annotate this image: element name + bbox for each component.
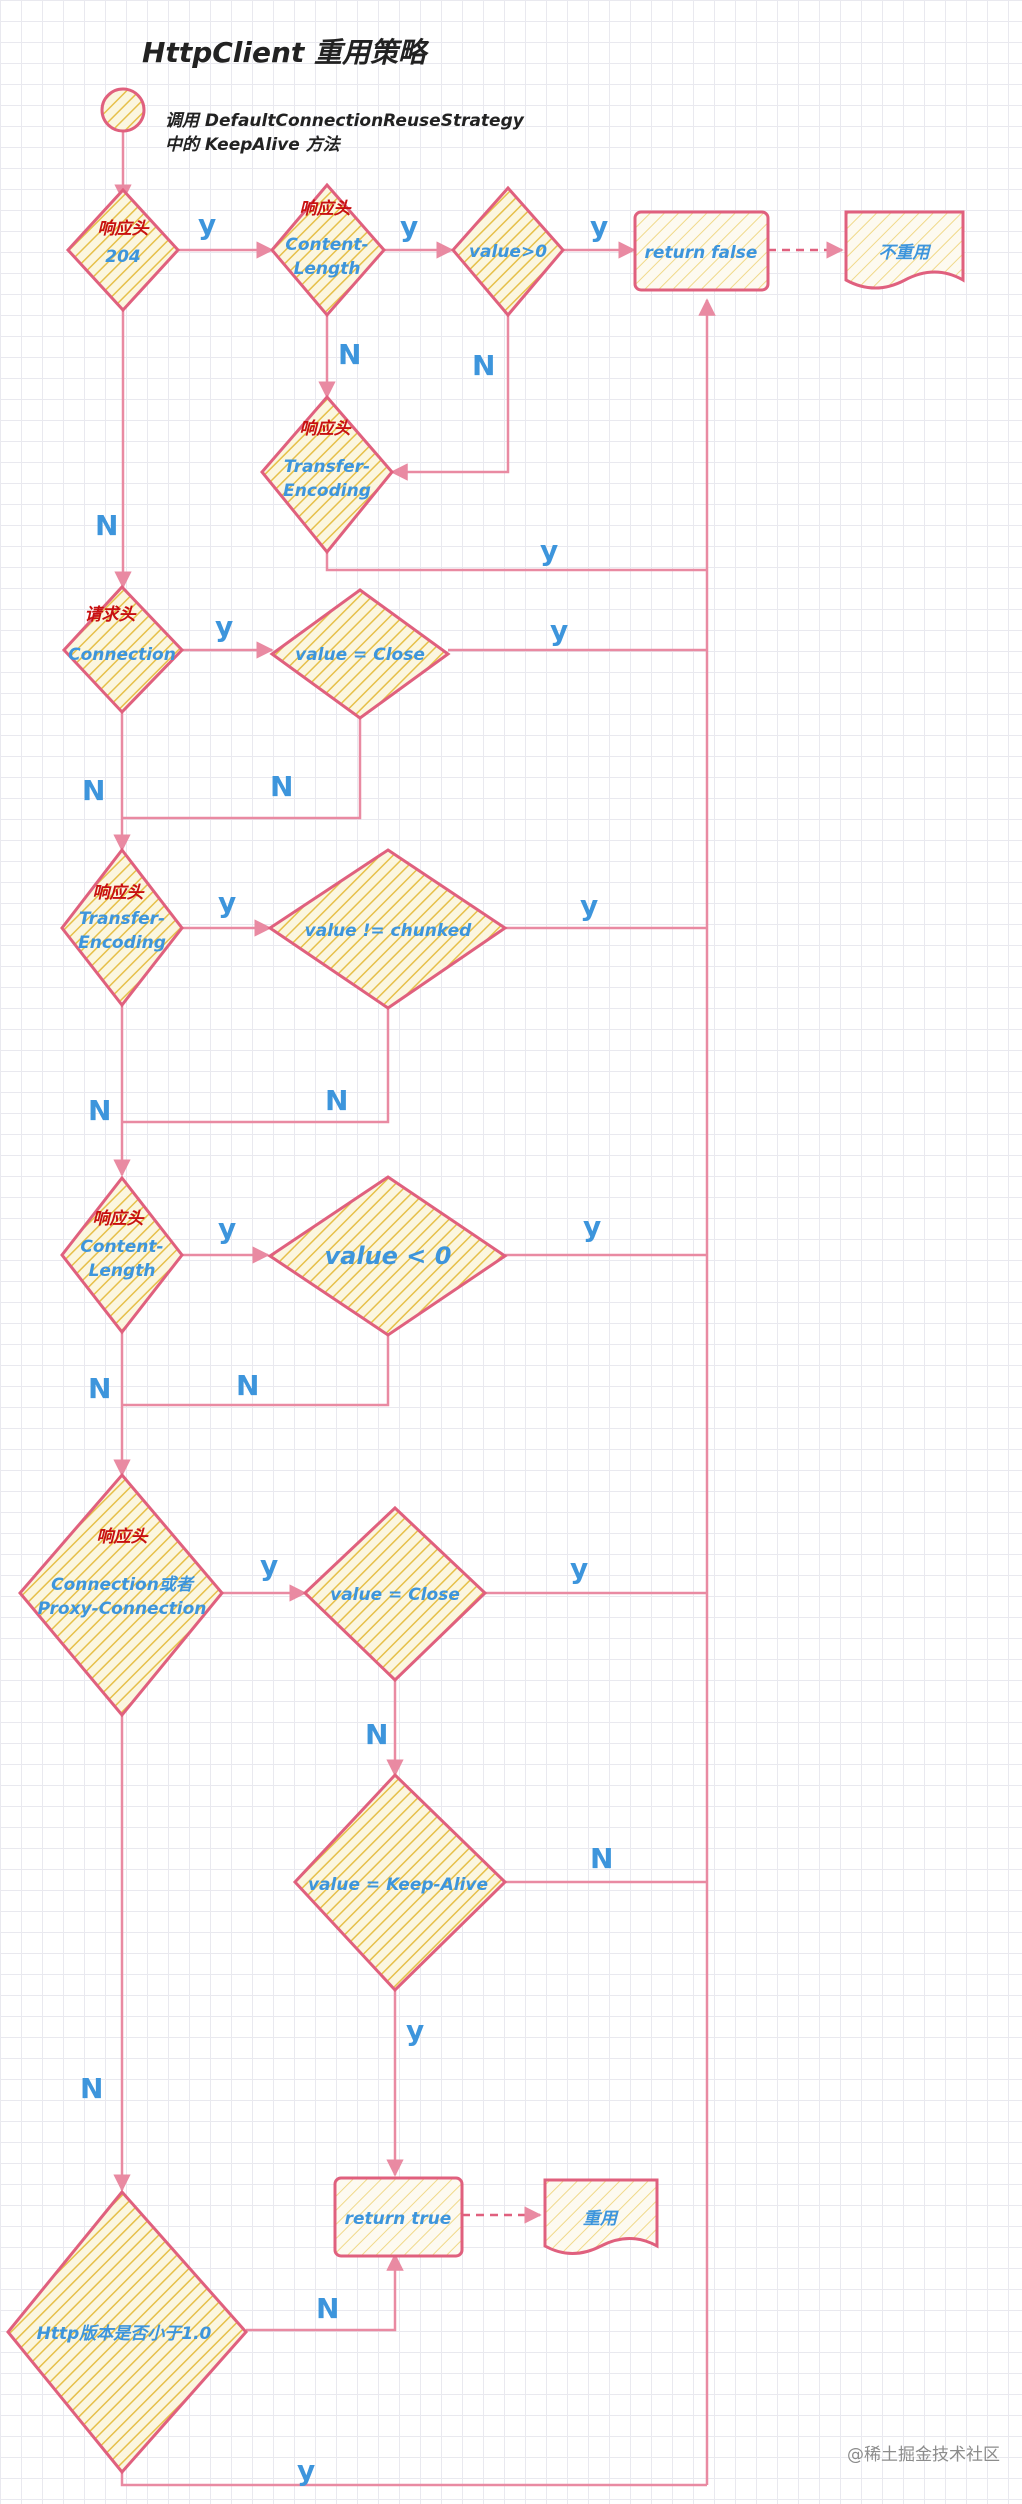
edge-label-y-8: y [580, 889, 598, 922]
decision-value-gt-0 [451, 185, 565, 318]
label-return-false: return false [645, 243, 758, 263]
edge-label-n-8: N [236, 1369, 259, 1402]
decision-content-length-2 [60, 1175, 184, 1335]
edge-label-n-9: N [88, 1372, 111, 1405]
decision-content-length-1 [270, 182, 386, 318]
label-reuse: 重用 [583, 2209, 619, 2229]
edge-lt0-n [122, 1335, 390, 1407]
edge-label-y-5: y [215, 610, 233, 643]
label-value-not-chunked: value != chunked [305, 921, 472, 941]
edge-http-return-true [246, 2253, 404, 2332]
edge-label-n-2: N [472, 349, 495, 382]
edge-label-y-9: y [218, 1212, 236, 1245]
watermark: @稀土掘金技术社区 [847, 2445, 1000, 2465]
label-content-length-1a: Content- [285, 235, 368, 255]
label-connection: Connection [68, 645, 176, 665]
label-no-reuse: 不重用 [879, 243, 932, 263]
edge-label-y-11: y [260, 1549, 278, 1582]
label-value-close-2: value = Close [330, 1585, 460, 1605]
edge-label-n-12: N [80, 2072, 103, 2105]
edge-label-n-6: N [325, 1084, 348, 1117]
label-value-lt-0: value < 0 [325, 1242, 452, 1270]
decision-http-version [6, 2189, 249, 2475]
edge-label-y-12: y [570, 1552, 588, 1585]
decision-connection [61, 584, 185, 715]
label-value-keep-alive: value = Keep-Alive [308, 1875, 488, 1895]
header-label-content-length-2: 响应头 [93, 1209, 146, 1229]
label-content-length-2a: Content- [80, 1237, 163, 1257]
decision-value-keep-alive [292, 1772, 508, 1993]
header-label-connection: 请求头 [85, 605, 138, 625]
edge-label-n-10: N [365, 1718, 388, 1751]
edge-chunked-n [122, 1008, 390, 1124]
edge-label-n-13: N [316, 2292, 339, 2325]
edge-labels: y y y N N N y y y N N y y N N y y N N y … [80, 208, 613, 2487]
process-return-true [333, 2176, 464, 2258]
edge-label-y-14: y [297, 2454, 315, 2487]
edge-transfer-collector [325, 552, 707, 572]
label-http-version: Http版本是否小于1.0 [37, 2324, 212, 2344]
edge-label-y-6: y [550, 614, 568, 647]
edge-label-y-3: y [590, 210, 608, 243]
label-value-gt-0: value>0 [469, 242, 547, 262]
edge-value-n-transfer [390, 315, 510, 481]
label-return-true: return true [345, 2209, 452, 2229]
decision-value-close-1 [269, 588, 451, 720]
edge-label-n-4: N [270, 770, 293, 803]
edge-close-n [122, 718, 362, 820]
connectors [113, 132, 844, 2487]
decision-value-lt-0 [267, 1175, 508, 1337]
header-label-transfer-1: 响应头 [300, 419, 353, 439]
decision-204 [65, 187, 181, 313]
edge-http-collector [120, 2470, 707, 2487]
label-transfer-2a: Transfer- [79, 909, 165, 929]
label-content-length-1b: Length [294, 259, 361, 279]
edge-label-y-1: y [198, 208, 216, 241]
edge-label-y-2: y [400, 210, 418, 243]
label-transfer-2b: Encoding [78, 933, 166, 953]
process-return-false [633, 210, 770, 292]
diagram-title: HttpClient 重用策略 [142, 36, 430, 69]
label-value-close-1: value = Close [295, 645, 425, 665]
label-transfer-1a: Transfer- [284, 457, 370, 477]
header-label-204: 响应头 [98, 219, 151, 239]
edge-label-y-4: y [540, 534, 558, 567]
label-proxy-a: Connection或者 [51, 1575, 196, 1595]
label-proxy-b: Proxy-Connection [38, 1599, 207, 1619]
label-204: 204 [105, 247, 141, 267]
header-label-proxy: 响应头 [97, 1527, 150, 1547]
edge-label-y-13: y [406, 2014, 424, 2047]
edge-label-n-7: N [88, 1094, 111, 1127]
decision-transfer-encoding-2 [60, 847, 184, 1008]
edge-label-n-11: N [590, 1842, 613, 1875]
edge-label-n-1: N [338, 338, 361, 371]
decision-value-not-chunked [267, 848, 508, 1010]
terminal-no-reuse [844, 210, 965, 290]
decision-transfer-encoding-1 [260, 394, 394, 555]
start-note-line-1: 调用 DefaultConnectionReuseStrategy [165, 111, 525, 131]
edge-label-y-10: y [583, 1210, 601, 1243]
label-content-length-2b: Length [89, 1261, 156, 1281]
edge-label-n-3: N [95, 509, 118, 542]
start-node [100, 87, 146, 133]
decision-connection-or-proxy [18, 1472, 224, 1718]
edge-label-n-5: N [82, 774, 105, 807]
header-label-transfer-2: 响应头 [93, 883, 146, 903]
edge-label-y-7: y [218, 886, 236, 919]
start-note-line-2: 中的 KeepAlive 方法 [165, 135, 342, 155]
label-transfer-1b: Encoding [283, 481, 371, 501]
terminal-reuse [543, 2178, 659, 2255]
header-label-content-length-1: 响应头 [300, 199, 353, 219]
decision-value-close-2 [302, 1505, 488, 1683]
